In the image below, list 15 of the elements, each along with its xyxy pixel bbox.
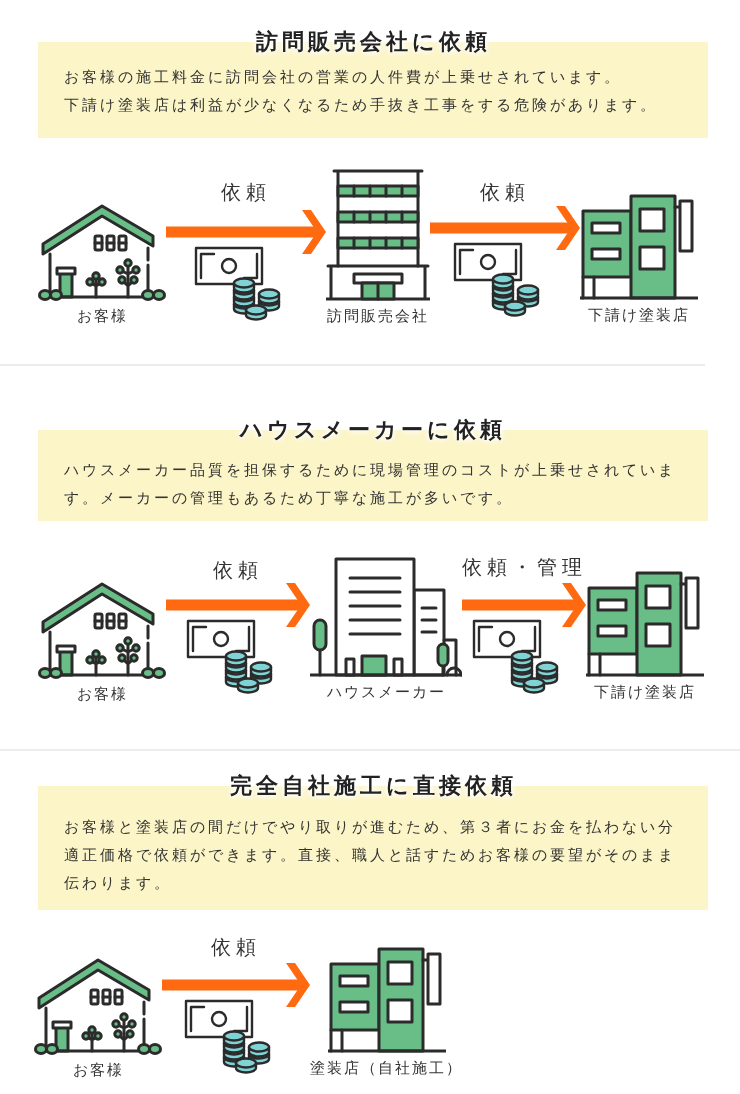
section-heading: ハウスメーカーに依頼 xyxy=(240,416,506,444)
body-text: 下請け塗装店は利益が少なくなるため手抜き工事をする危険があります。 xyxy=(64,95,659,116)
body-text: ハウスメーカー品質を担保するために現場管理のコストが上乗せされています。メーカーの管理もあるため丁寧な施工が多いです。 xyxy=(64,460,677,509)
section-heading: 訪問販売会社に依頼 xyxy=(255,28,491,56)
body-text: お客様の施工料金に訪問会社の営業の人件費が上乗せされています。 xyxy=(64,67,623,88)
section-heading: 完全自社施工に直接依頼 xyxy=(229,772,517,800)
node-label: 下請け塗装店 xyxy=(594,682,696,702)
node-label: ハウスメーカー xyxy=(326,682,446,702)
node-label: お客様 xyxy=(72,1060,124,1080)
body-text: お客様と塗装店の間だけでやり取りが進むため、第３者にお金を払わない分適正価格で依頼ができます。直接、職人と話すためお客様の要望がそのまま伝わります。 xyxy=(64,817,677,894)
node-label: 塗装店（自社施工） xyxy=(310,1058,463,1078)
node-label: 訪問販売会社 xyxy=(327,306,429,326)
node-label: お客様 xyxy=(76,306,128,326)
node-label: お客様 xyxy=(76,684,128,704)
node-label: 下請け塗装店 xyxy=(588,305,690,325)
